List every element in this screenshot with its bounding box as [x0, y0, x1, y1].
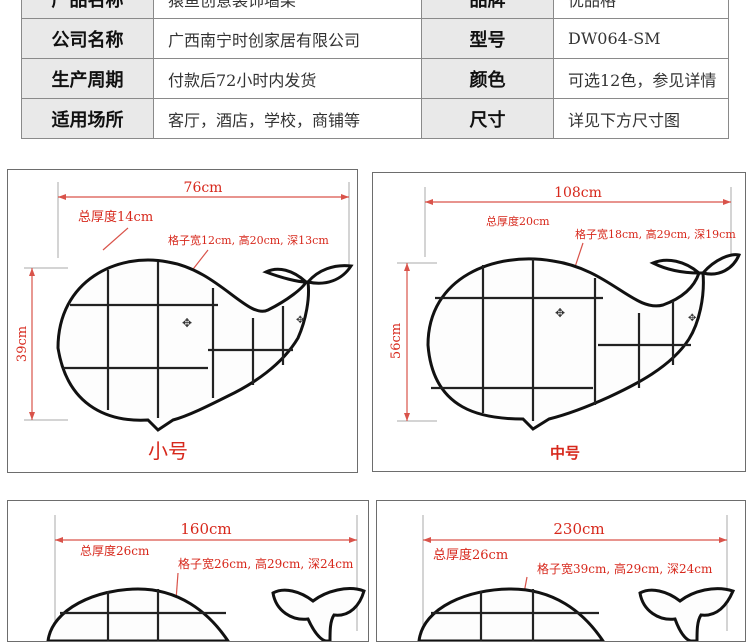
- spec-key: 产品名称: [21, 0, 154, 19]
- panel-xlarge: 230cm 总厚度26cm 格子宽39cm, 高29cm, 深24cm: [376, 500, 746, 642]
- depth-label: 总厚度26cm: [433, 547, 508, 563]
- svg-text:✥: ✥: [555, 306, 565, 320]
- panel-large: 160cm 总厚度26cm 格子宽26cm, 高29cm, 深24cm: [7, 500, 369, 642]
- width-label: 108cm: [554, 185, 602, 201]
- whale-shelf-small: ✥ ✥: [56, 258, 354, 432]
- spec-value: DW064-SM: [553, 18, 729, 59]
- whale-shelf-medium: ✥ ✥: [426, 253, 742, 431]
- size-name-label: 中号: [550, 444, 580, 462]
- spec-value: 客厅，酒店，学校，商铺等: [153, 98, 422, 139]
- size-name-label: 小号: [148, 439, 188, 463]
- cell-size-label: 格子宽18cm, 高29cm, 深19cm: [575, 227, 736, 241]
- spec-key: 生产周期: [21, 58, 154, 99]
- spec-value: 可选12色，参见详情: [553, 58, 729, 99]
- width-label: 160cm: [180, 520, 231, 538]
- svg-text:✥: ✥: [182, 316, 192, 330]
- depth-label: 总厚度14cm: [78, 209, 153, 225]
- depth-label: 总厚度20cm: [486, 214, 550, 228]
- spec-value: 猿鱼创意装饰墙架: [153, 0, 422, 19]
- table-row: 公司名称 广西南宁时创家居有限公司 型号 DW064-SM: [21, 18, 729, 59]
- spec-value: 优品格: [553, 0, 729, 19]
- spec-key: 尺寸: [421, 98, 554, 139]
- whale-shelf-xlarge: [417, 587, 736, 641]
- spec-value: 广西南宁时创家居有限公司: [153, 18, 422, 59]
- svg-text:✥: ✥: [688, 313, 696, 324]
- depth-label: 总厚度26cm: [80, 543, 150, 558]
- whale-shelf-xlarge-drawing: 230cm 总厚度26cm 格子宽39cm, 高29cm, 深24cm: [417, 515, 736, 641]
- cell-size-label: 格子宽26cm, 高29cm, 深24cm: [178, 556, 354, 571]
- height-label: 39cm: [15, 326, 30, 362]
- width-label: 76cm: [184, 180, 223, 196]
- height-label: 56cm: [389, 323, 404, 359]
- spec-key: 适用场所: [21, 98, 154, 139]
- spec-key: 品牌: [421, 0, 554, 19]
- table-row: 生产周期 付款后72小时内发货 颜色 可选12色，参见详情: [21, 58, 729, 99]
- table-row: 适用场所 客厅，酒店，学校，商铺等 尺寸 详见下方尺寸图: [21, 98, 729, 139]
- table-row: 产品名称 猿鱼创意装饰墙架 品牌 优品格: [21, 0, 729, 19]
- spec-key: 公司名称: [21, 18, 154, 59]
- whale-shelf-large: [46, 587, 366, 641]
- spec-value: 付款后72小时内发货: [153, 58, 422, 99]
- cell-size-label: 格子宽39cm, 高29cm, 深24cm: [537, 561, 713, 576]
- spec-table: 产品名称 猿鱼创意装饰墙架 品牌 优品格 公司名称 广西南宁时创家居有限公司 型…: [21, 0, 729, 139]
- spec-value: 详见下方尺寸图: [553, 98, 729, 139]
- spec-key: 颜色: [421, 58, 554, 99]
- panel-medium: 108cm 总厚度20cm 格子宽18cm, 高29cm, 深19cm 56cm…: [372, 172, 746, 472]
- svg-text:✥: ✥: [296, 315, 304, 326]
- whale-shelf-large-drawing: 160cm 总厚度26cm 格子宽26cm, 高29cm, 深24cm: [46, 515, 366, 641]
- cell-size-label: 格子宽12cm, 高20cm, 深13cm: [168, 233, 329, 247]
- whale-shelf-medium-drawing: 108cm 总厚度20cm 格子宽18cm, 高29cm, 深19cm 56cm…: [389, 185, 742, 462]
- whale-shelf-small-drawing: 76cm 总厚度14cm 格子宽12cm, 高20cm, 深13cm 39cm …: [15, 180, 354, 463]
- spec-key: 型号: [421, 18, 554, 59]
- panel-small: 76cm 总厚度14cm 格子宽12cm, 高20cm, 深13cm 39cm …: [7, 169, 358, 473]
- width-label: 230cm: [553, 520, 604, 538]
